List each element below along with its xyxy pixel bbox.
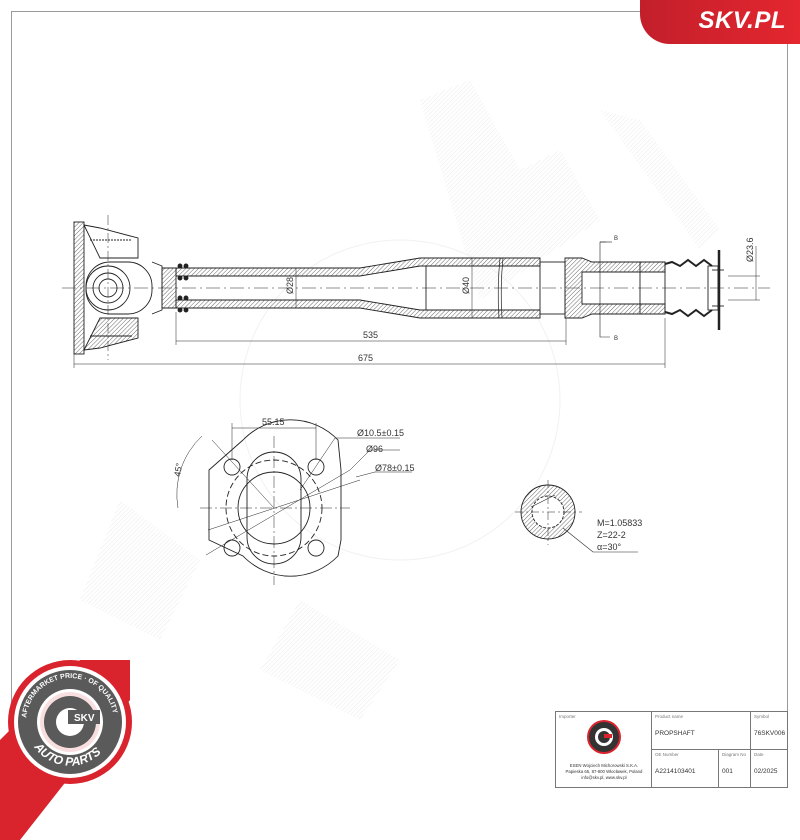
dim-bolt-circle: Ø78±0.15: [375, 463, 414, 473]
watermark-logo: [80, 80, 720, 720]
flange-view-labels: 55.15 45° Ø10.5±0.15 Ø96 Ø78±0.15: [172, 417, 414, 477]
importer-address: Papieska 65, 87-800 Włocławek, Poland: [565, 769, 643, 774]
side-view-labels: Ø28 Ø40 Ø23.6 535 675 B B: [285, 236, 755, 363]
section-mark-b-top: B: [614, 236, 618, 242]
quality-badge: SKV AFTERMARKET PRICE · OF QUALITY AUTO …: [0, 660, 132, 840]
dim-length-535: 535: [363, 330, 378, 340]
title-block: Importer ESEN Wojciech Michorowski S.K.A…: [555, 711, 788, 788]
symbol-label: Symbol: [754, 714, 770, 719]
dim-diameter-28: Ø28: [285, 277, 295, 294]
dim-bolt-spacing: 55.15: [262, 417, 285, 427]
section-mark-b-bottom: B: [614, 336, 618, 342]
badge-center-text: SKV: [74, 713, 95, 724]
brand-tab[interactable]: SKV.PL: [640, 0, 800, 44]
oe-number-label: OE Number: [655, 752, 679, 757]
date-value: 02/2025: [754, 768, 778, 775]
symbol-cell: Symbol 76SKV006: [751, 712, 788, 750]
date-cell: Date 02/2025: [751, 750, 788, 787]
product-name-label: Product name: [655, 714, 684, 719]
importer-contact: info@skv.pl, www.skv.pl: [581, 775, 627, 780]
diagram-no-cell: Diagram No 001: [719, 750, 751, 787]
importer-logo: [587, 720, 621, 754]
diagram-no-label: Diagram No: [722, 752, 747, 757]
oe-number-value: A2214103401: [655, 768, 696, 775]
importer-label: Importer: [559, 714, 576, 719]
spline-angle: α=30°: [597, 542, 621, 552]
side-view: [62, 215, 770, 368]
dim-length-675: 675: [358, 353, 373, 363]
spline-labels: M=1.05833 Z=22-2 α=30°: [597, 518, 642, 552]
dim-diameter-23-6: Ø23.6: [745, 237, 755, 262]
oe-number-cell: OE Number A2214103401: [652, 750, 719, 787]
product-name-cell: Product name PROPSHAFT: [652, 712, 751, 750]
spline-module: M=1.05833: [597, 518, 642, 528]
date-label: Date: [754, 752, 764, 757]
importer-cell: Importer ESEN Wojciech Michorowski S.K.A…: [556, 712, 652, 787]
brand-logo-text: SKV.PL: [698, 7, 786, 34]
spline-section: [515, 480, 638, 553]
flange-view: [176, 419, 412, 585]
symbol-value: 76SKV006: [754, 730, 786, 737]
dim-outer-diameter: Ø96: [366, 444, 383, 454]
product-name-value: PROPSHAFT: [655, 730, 695, 737]
dim-hole-diameter: Ø10.5±0.15: [357, 428, 404, 438]
dim-diameter-40: Ø40: [461, 277, 471, 294]
dim-angle-45: 45°: [172, 462, 184, 478]
importer-company: ESEN Wojciech Michorowski S.K.A.: [569, 763, 639, 768]
spline-teeth: Z=22-2: [597, 530, 626, 540]
technical-drawing: Ø28 Ø40 Ø23.6 535 675 B B 55.15 45° Ø10.…: [62, 80, 770, 720]
diagram-no-value: 001: [722, 768, 733, 775]
drawing-frame: [11, 11, 788, 788]
